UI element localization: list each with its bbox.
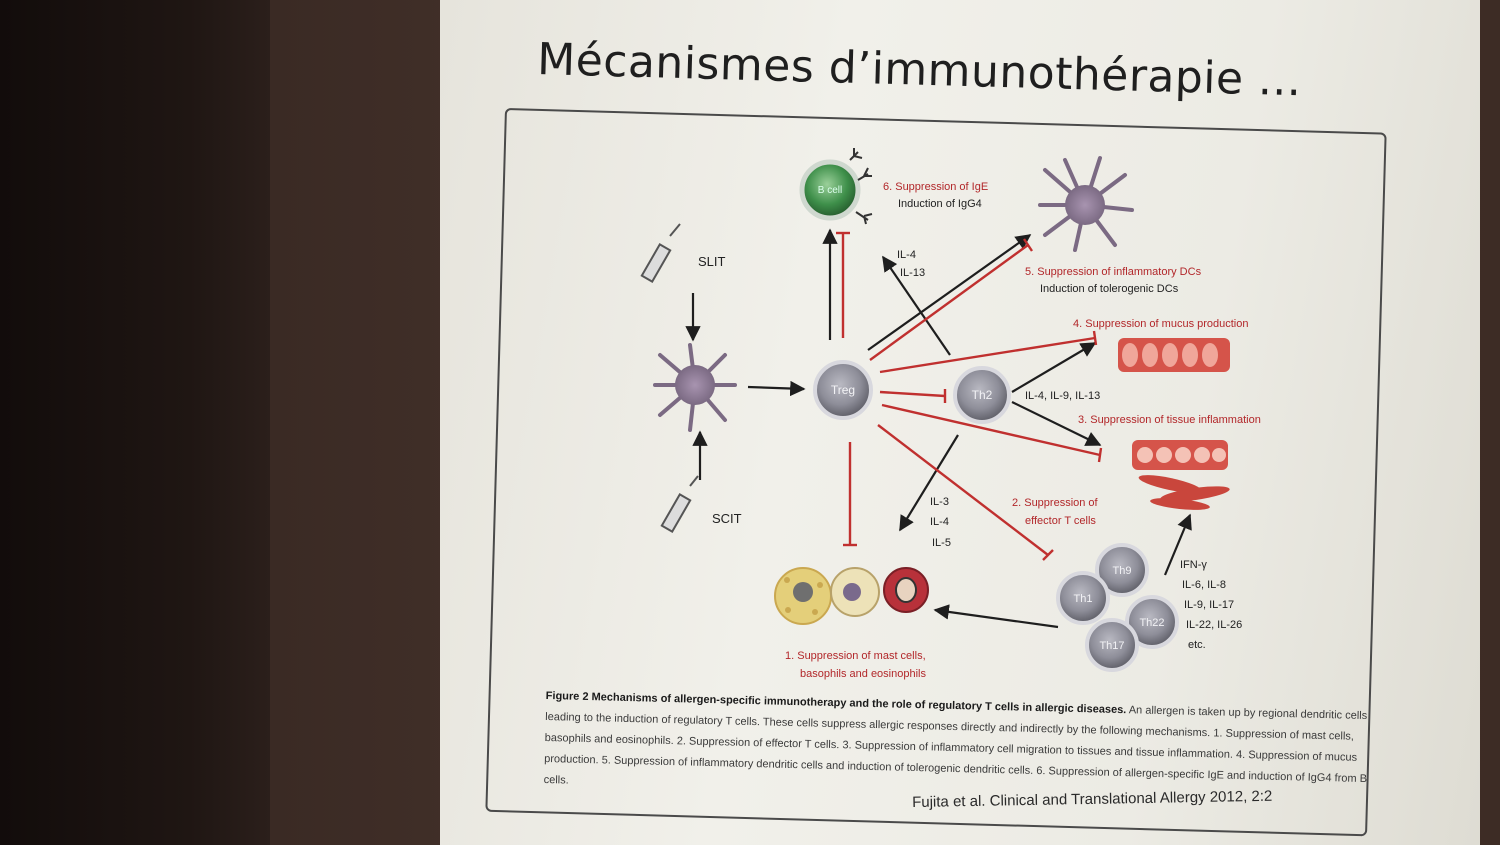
effector-cytokine-1: IFN-γ bbox=[1180, 559, 1207, 571]
effector-cytokine-5: etc. bbox=[1188, 639, 1206, 651]
cytokine-il5: IL-5 bbox=[932, 537, 951, 549]
mechanism-3: 3. Suppression of tissue inflammation bbox=[1078, 414, 1261, 426]
treg-cell: Treg bbox=[813, 360, 873, 420]
th2-cytokines: IL-4, IL-9, IL-13 bbox=[1025, 390, 1100, 402]
inhibition-lines bbox=[836, 231, 1103, 561]
cytokines-il3-il5: IL-3 IL-4 IL-5 bbox=[930, 496, 951, 549]
mechanism-6-line1: 6. Suppression of IgE bbox=[883, 181, 988, 193]
mechanism-1-line2: basophils and eosinophils bbox=[800, 668, 926, 680]
effector-cytokine-4: IL-22, IL-26 bbox=[1186, 619, 1242, 631]
treg-label: Treg bbox=[831, 383, 855, 397]
slit-label: SLIT bbox=[698, 254, 726, 269]
cytokine-il4b: IL-4 bbox=[930, 516, 949, 528]
b-cell: B cell bbox=[799, 148, 873, 225]
slit-syringe-icon bbox=[640, 223, 681, 283]
effector-cytokines: IFN-γ IL-6, IL-8 IL-9, IL-17 IL-22, IL-2… bbox=[1180, 559, 1242, 651]
effector-t-cells: Th9 Th1 Th22 Th17 bbox=[1056, 543, 1179, 672]
inflammatory-dendritic-cell bbox=[1038, 156, 1134, 252]
th2-cell: Th2 bbox=[953, 366, 1011, 424]
inflamed-tissue bbox=[1132, 440, 1230, 510]
th22-label: Th22 bbox=[1139, 617, 1164, 629]
mechanism-2-line2: effector T cells bbox=[1025, 515, 1096, 527]
caption-body: An allergen is taken up by regional dend… bbox=[543, 704, 1368, 787]
th2-label: Th2 bbox=[972, 388, 993, 402]
cytokine-il13: IL-13 bbox=[900, 267, 925, 279]
effector-cytokine-3: IL-9, IL-17 bbox=[1184, 599, 1234, 611]
cytokine-il4: IL-4 bbox=[897, 249, 916, 261]
mechanism-5-line1: 5. Suppression of inflammatory DCs bbox=[1025, 266, 1202, 278]
th17-label: Th17 bbox=[1099, 640, 1124, 652]
dendritic-cell bbox=[653, 343, 737, 432]
effector-cytokine-2: IL-6, IL-8 bbox=[1182, 579, 1226, 591]
scit-syringe-icon bbox=[660, 475, 699, 533]
mechanism-6-line2: Induction of IgG4 bbox=[898, 198, 982, 210]
eosinophil bbox=[883, 567, 929, 613]
th1-label: Th1 bbox=[1074, 593, 1093, 605]
mechanism-1-line1: 1. Suppression of mast cells, bbox=[785, 650, 926, 662]
cytokine-il3: IL-3 bbox=[930, 496, 949, 508]
b-cell-label: B cell bbox=[818, 185, 842, 196]
th9-label: Th9 bbox=[1113, 565, 1132, 577]
mast-cell bbox=[774, 567, 832, 625]
scit-label: SCIT bbox=[712, 511, 742, 526]
mechanism-4: 4. Suppression of mucus production bbox=[1073, 318, 1249, 330]
mucus-epithelium bbox=[1118, 338, 1230, 372]
mechanism-2-line1: 2. Suppression of bbox=[1012, 497, 1099, 509]
room-background-left bbox=[0, 0, 270, 845]
activation-arrows bbox=[685, 228, 1192, 629]
mechanism-5-line2: Induction of tolerogenic DCs bbox=[1040, 283, 1179, 295]
basophil bbox=[830, 567, 880, 617]
